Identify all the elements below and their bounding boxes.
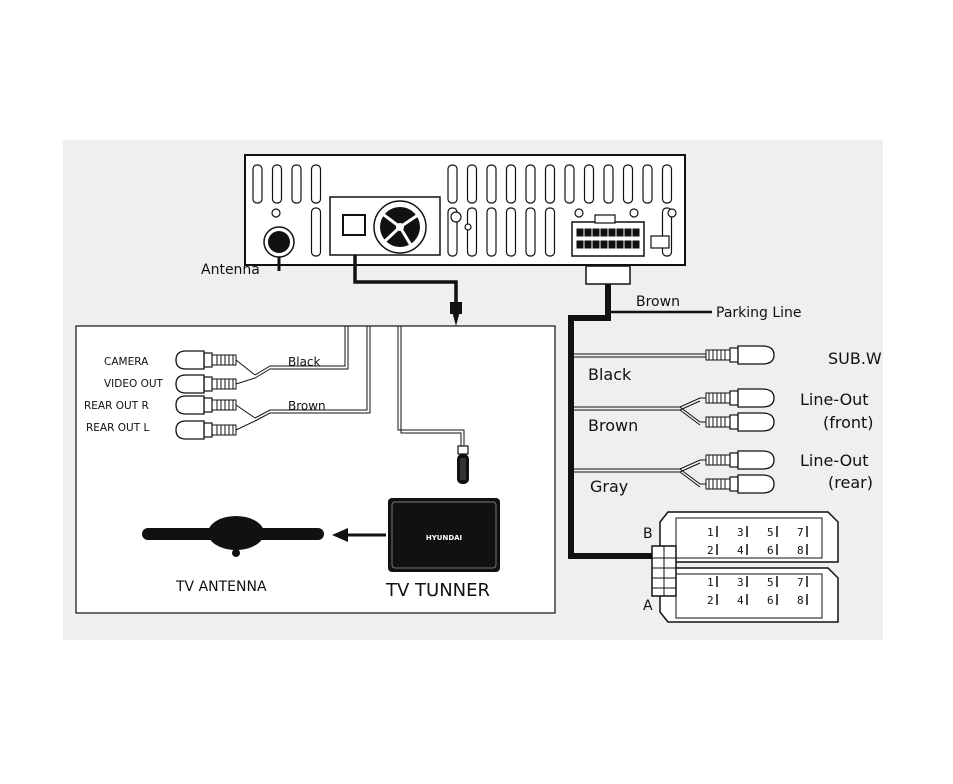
line-out-front-label: Line-Out	[800, 390, 869, 409]
tuner-plug-icon	[457, 446, 469, 484]
screw-icon	[272, 209, 280, 217]
head-unit	[245, 155, 685, 265]
rear-out-r-label: REAR OUT R	[84, 400, 149, 412]
brown-top-label: Brown	[636, 294, 680, 310]
rear-label: (rear)	[828, 473, 873, 492]
brown-av-label: Brown	[288, 399, 326, 413]
pin-number: 5	[767, 526, 774, 539]
brown-wire-label: Brown	[588, 416, 638, 435]
pin-number: 7	[797, 526, 804, 539]
screw-icon	[668, 209, 676, 217]
pin-number: 4	[737, 544, 744, 557]
pin-number: 5	[767, 576, 774, 589]
pin-number: 1	[707, 526, 714, 539]
black-wire-label: Black	[588, 365, 632, 384]
rear-out-l-label: REAR OUT L	[86, 422, 149, 434]
tv-tuner-label: TV TUNNER	[385, 580, 490, 601]
pin-number: 8	[797, 544, 804, 557]
parking-line-label: Parking Line	[716, 305, 802, 321]
pin-number: 6	[767, 544, 774, 557]
screw-icon	[630, 209, 638, 217]
gray-wire-label: Gray	[590, 477, 628, 496]
black-av-label: Black	[288, 355, 321, 369]
tv-antenna-label: TV ANTENNA	[175, 579, 267, 595]
antenna-label: Antenna	[201, 262, 260, 278]
screw-icon	[575, 209, 583, 217]
sub-w-label: SUB.W	[828, 349, 882, 368]
pin-number: 2	[707, 544, 714, 557]
brand-label: HYUNDAI	[426, 534, 462, 542]
camera-label: CAMERA	[104, 356, 149, 368]
pin-number: 6	[767, 594, 774, 607]
connector-b-label: B	[643, 526, 653, 542]
line-out-rear-label: Line-Out	[800, 451, 869, 470]
pin-number: 2	[707, 594, 714, 607]
pin-number: 3	[737, 526, 744, 539]
front-label: (front)	[823, 413, 874, 432]
pin-number: 8	[797, 594, 804, 607]
antenna-jack-icon	[264, 227, 294, 257]
pin-number: 1	[707, 576, 714, 589]
video-out-label: VIDEO OUT	[104, 378, 164, 390]
pin-number: 4	[737, 594, 744, 607]
pin-number: 3	[737, 576, 744, 589]
fan-icon	[330, 197, 440, 255]
pin-number: 7	[797, 576, 804, 589]
connector-a-label: A	[643, 598, 653, 614]
